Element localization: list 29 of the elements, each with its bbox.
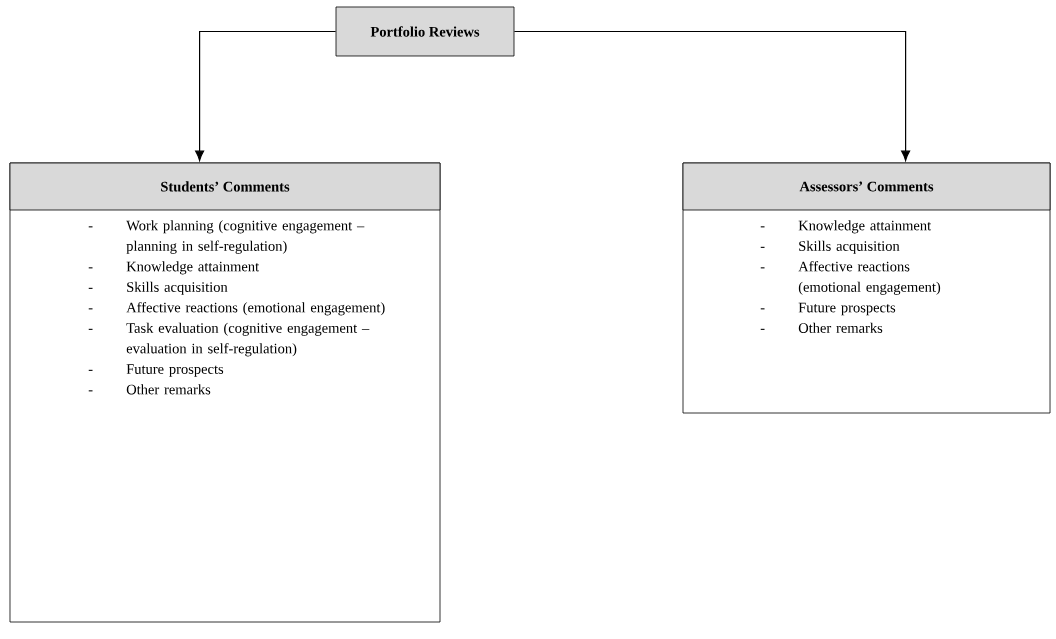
- bullet-dash: -: [760, 328, 765, 330]
- bullet-dash: -: [88, 308, 93, 310]
- header-band: Assessors’ Comments: [682, 162, 1051, 211]
- header-band: Students’ Comments: [9, 162, 441, 211]
- list-item: Skills acquisition: [799, 240, 900, 254]
- list-item: Future prospects: [798, 302, 896, 316]
- list-item: Work planning (cognitive engagement – planning in self-regulation): [126, 220, 365, 254]
- bullet-dash: -: [88, 328, 93, 330]
- list-item: Knowledge attainment: [798, 220, 932, 234]
- bullet-dash: -: [88, 287, 93, 289]
- bullet-dash: -: [760, 246, 765, 248]
- list-item: Affective reactions (emotional engagement): [798, 261, 941, 295]
- bullet-dash: -: [88, 390, 93, 392]
- list-item: Other remarks: [798, 322, 883, 333]
- title-box: Portfolio Reviews: [335, 6, 515, 57]
- list-item: Other remarks: [126, 384, 211, 395]
- list-item: Affective reactions (emotional engagement): [126, 302, 385, 316]
- bullet-dash: -: [760, 267, 765, 269]
- arrow: [513, 30, 911, 161]
- arrow: [195, 30, 337, 161]
- bullet-dash: -: [88, 267, 93, 269]
- list-item: Future prospects: [126, 364, 224, 377]
- list-item: Knowledge attainment: [126, 261, 259, 275]
- list-item: Skills acquisition: [127, 281, 228, 295]
- list-item: Task evaluation (cognitive engagement – evaluation in self-regulation): [126, 322, 370, 357]
- bullet-dash: -: [88, 226, 93, 228]
- bullet-dash: -: [760, 226, 765, 228]
- bullet-dash: -: [760, 308, 765, 310]
- bullet-dash: -: [88, 369, 93, 371]
